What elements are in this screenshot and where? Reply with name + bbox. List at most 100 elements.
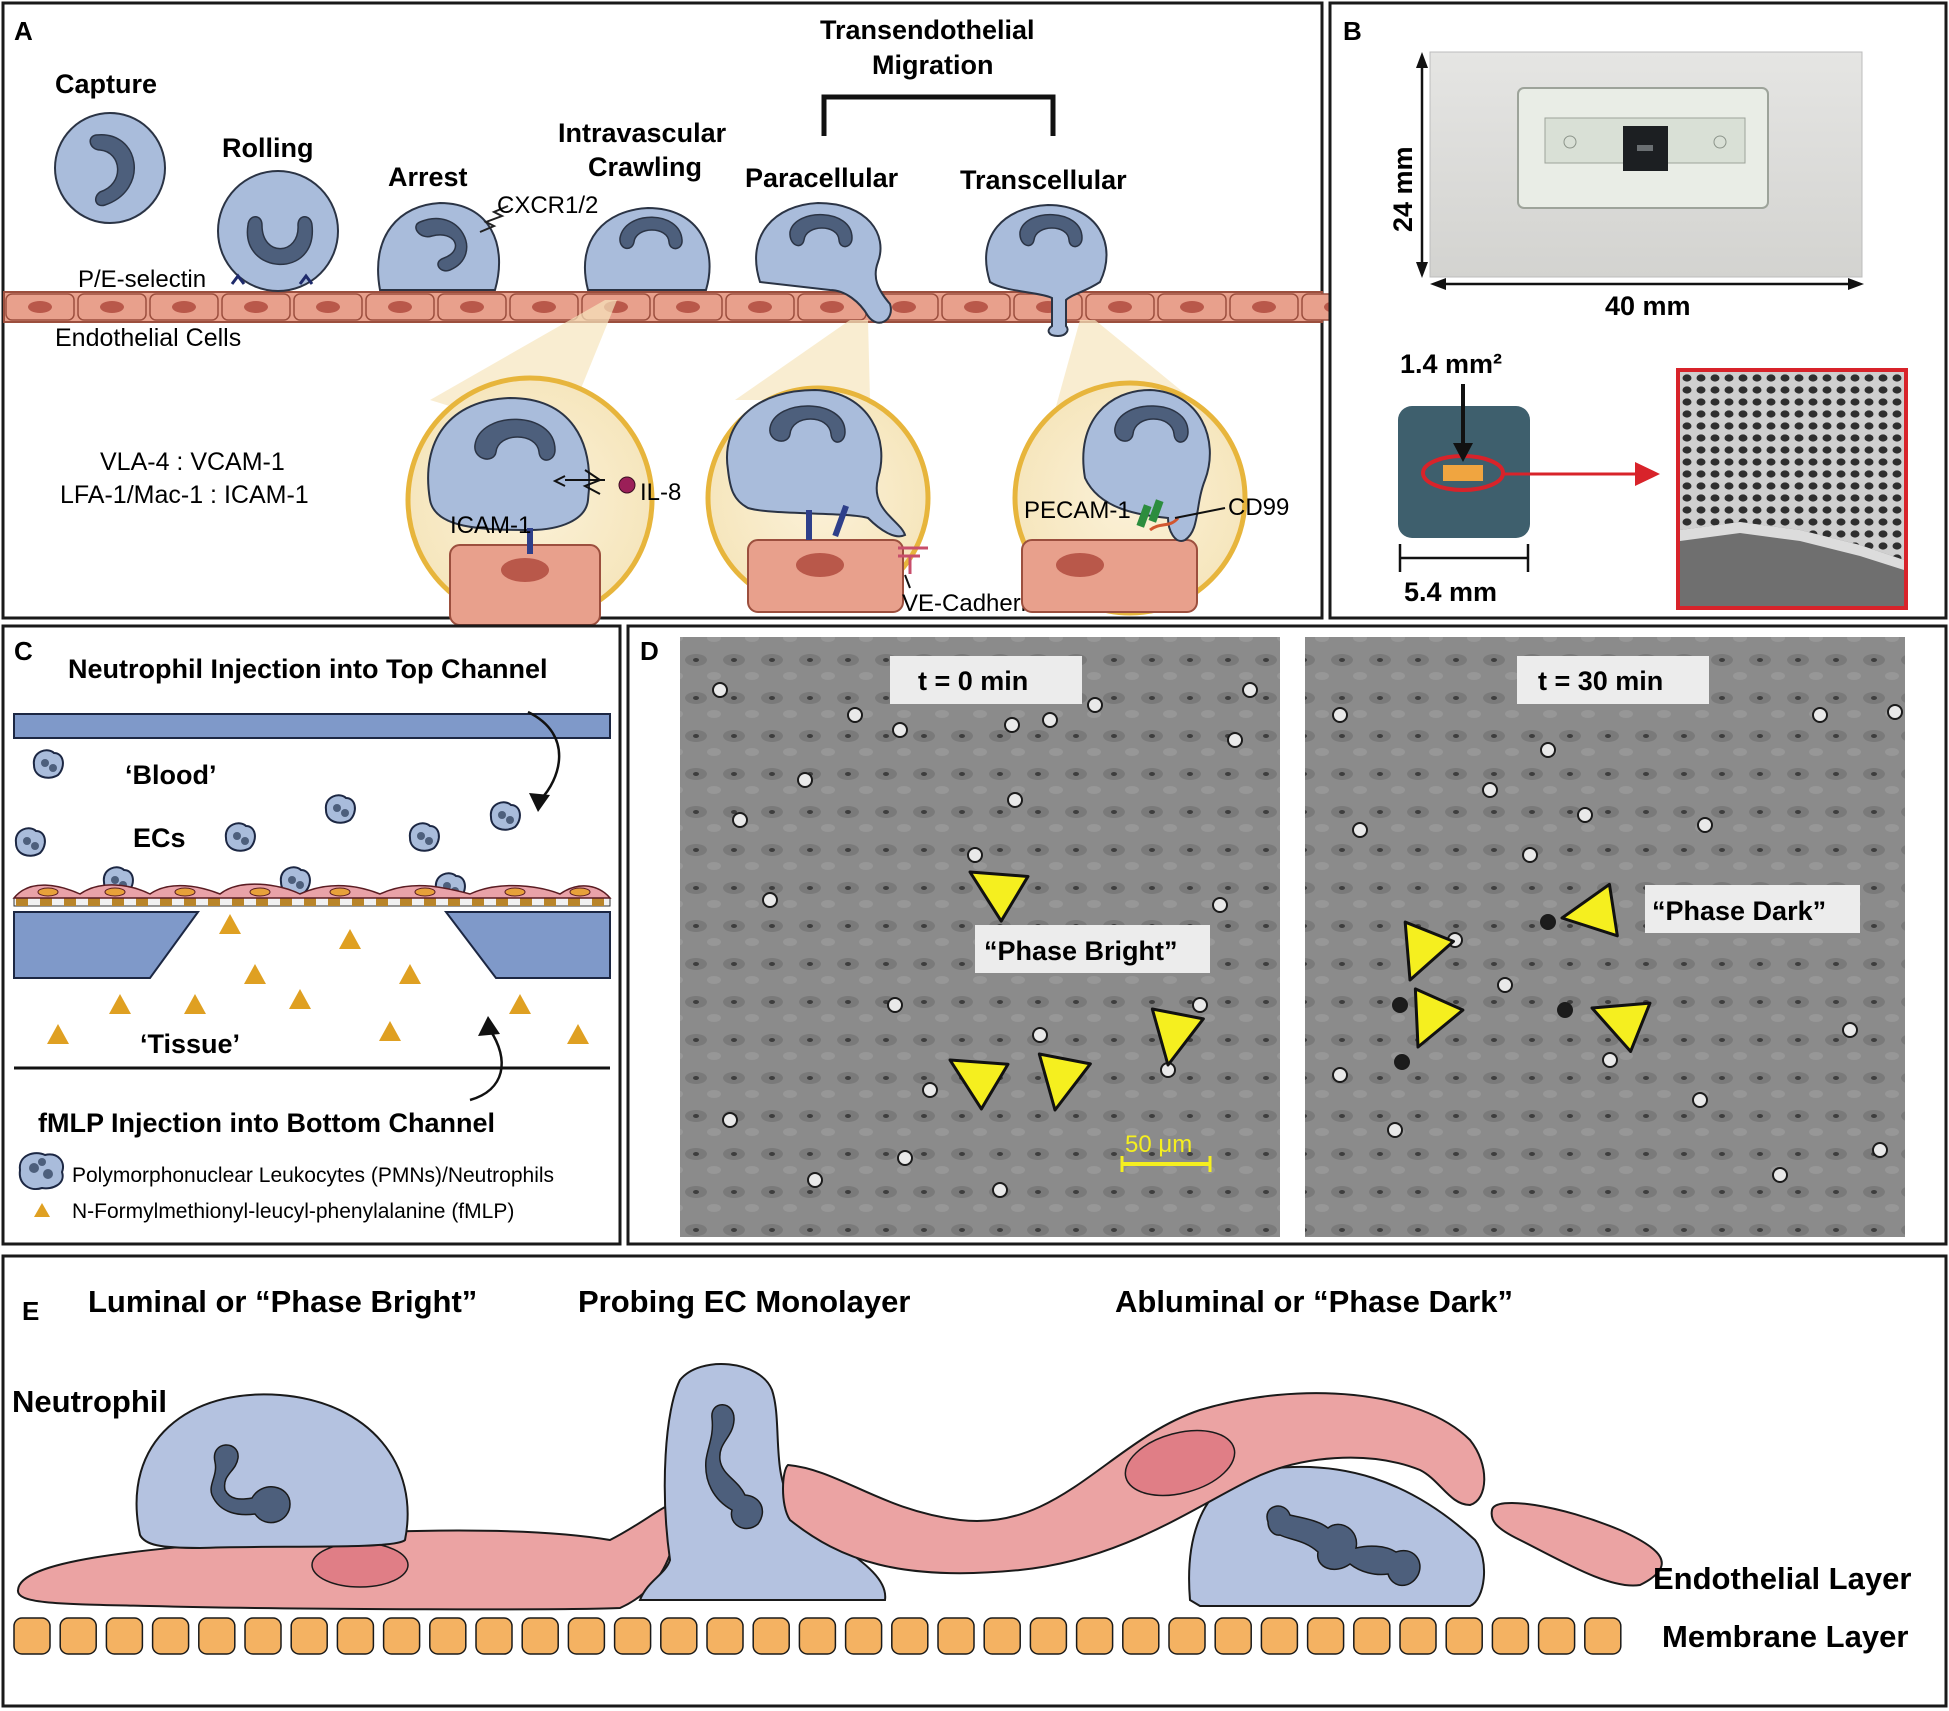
ecs-label: ECs xyxy=(133,823,186,853)
magnifier-crawling xyxy=(405,375,655,626)
cell-dot xyxy=(1212,897,1228,913)
membrane-square xyxy=(891,1617,929,1655)
membrane-square xyxy=(13,1617,51,1655)
tem-label-1: Transendothelial xyxy=(820,15,1035,45)
ec-membrane-layer xyxy=(12,883,612,907)
cell-dot xyxy=(1887,704,1903,720)
endothelial-cell-right xyxy=(1490,1501,1663,1587)
fmlp-molecules xyxy=(47,914,589,1044)
endothelial-nucleus xyxy=(532,301,556,313)
panel-d-label: D xyxy=(640,636,659,666)
arrowhead xyxy=(948,1058,1010,1111)
endothelial-nucleus xyxy=(892,301,916,313)
membrane-square xyxy=(1353,1617,1391,1655)
membrane-pore xyxy=(280,898,292,906)
membrane-square xyxy=(382,1617,421,1655)
luminal-neutrophil xyxy=(135,1393,409,1550)
cell-dot xyxy=(712,682,728,698)
cell-dot xyxy=(1242,682,1258,698)
endothelial-layer-label: Endothelial Layer xyxy=(1653,1561,1911,1596)
neutrophil-lobe xyxy=(41,759,49,767)
crawling-cell xyxy=(583,206,711,291)
transcellular-label: Transcellular xyxy=(960,165,1127,195)
phase-dark-tag xyxy=(1645,885,1860,933)
cell-dot xyxy=(1192,997,1208,1013)
endothelial-nucleus xyxy=(964,301,988,313)
chip-photo xyxy=(1429,51,1863,278)
endothelial-nucleus xyxy=(316,301,340,313)
lfa-label: LFA-1/Mac-1 : ICAM-1 xyxy=(60,481,309,509)
panel-a-label: A xyxy=(14,16,33,46)
neutrophil-lobe xyxy=(288,876,296,884)
ec-nucleus xyxy=(37,887,59,897)
top-channel-wall xyxy=(13,713,611,739)
ec-nucleus xyxy=(569,887,591,897)
endothelial-nucleus xyxy=(820,301,844,313)
membrane-pore xyxy=(256,898,268,906)
membrane-pore xyxy=(592,898,604,906)
il8-label: IL-8 xyxy=(640,479,681,506)
membrane-square xyxy=(475,1617,513,1655)
cell-dot xyxy=(1032,1027,1048,1043)
cell-dot xyxy=(1004,717,1020,733)
cell-dot xyxy=(1522,847,1538,863)
legend-pmn-text: Polymorphonuclear Leukocytes (PMNs)/Neut… xyxy=(72,1164,554,1187)
ec-nucleus xyxy=(329,887,351,897)
ec-nucleus xyxy=(504,887,526,897)
membrane-square xyxy=(521,1617,559,1655)
cell-dot xyxy=(1540,914,1556,930)
cell-dot xyxy=(897,1150,913,1166)
legend-pmn-icon xyxy=(18,1152,64,1190)
probing-label: Probing EC Monolayer xyxy=(578,1284,910,1319)
endothelial-nucleus xyxy=(1252,301,1276,313)
panel-c-label: C xyxy=(14,636,33,666)
neutrophil-lobe xyxy=(417,832,425,840)
membrane-pore xyxy=(232,898,244,906)
ec-nucleus xyxy=(174,887,196,897)
arrowhead xyxy=(1403,920,1455,982)
arrowhead xyxy=(1590,1001,1652,1053)
channel-wedge-left xyxy=(13,911,200,979)
cell-dot xyxy=(1602,1052,1618,1068)
neutrophil-lobe xyxy=(233,832,241,840)
arrest-cell xyxy=(377,201,509,291)
magnifier-paracellular xyxy=(705,385,931,613)
rolling-cell xyxy=(217,170,339,292)
panel-d: D t = 0 min t = 30 min “Phase Bright” “P… xyxy=(626,624,1948,1246)
ec-nuclei xyxy=(37,887,591,897)
scale-label: 50 μm xyxy=(1125,1131,1192,1158)
selectin-label: P/E-selectin xyxy=(78,266,206,293)
pecam-label: PECAM-1 xyxy=(1024,497,1131,524)
t0-label: t = 0 min xyxy=(918,666,1028,696)
membrane-square xyxy=(983,1617,1021,1655)
t30-label: t = 30 min xyxy=(1538,666,1663,696)
membrane-pore xyxy=(208,898,220,906)
neutrophil-lobe xyxy=(241,837,249,845)
arrowhead xyxy=(968,870,1030,923)
cell-dot xyxy=(1482,782,1498,798)
cell-dot xyxy=(1392,997,1408,1013)
arrest-label: Arrest xyxy=(388,162,468,192)
membrane-square xyxy=(1399,1617,1437,1655)
membrane-chip xyxy=(1398,384,1660,572)
membrane-pore xyxy=(352,898,364,906)
panel-b-label: B xyxy=(1343,16,1362,46)
membrane-pore xyxy=(496,898,508,906)
cell-dot xyxy=(807,1172,823,1188)
fmlp-triangle xyxy=(339,929,361,949)
tissue-label: ‘Tissue’ xyxy=(140,1029,240,1059)
membrane-square xyxy=(613,1617,652,1655)
membrane-square xyxy=(1584,1617,1622,1655)
cell-dot xyxy=(762,892,778,908)
phase-bright-tag xyxy=(975,925,1210,973)
membrane-pore xyxy=(424,898,436,906)
membrane-pore xyxy=(376,898,388,906)
endothelial-nucleus xyxy=(28,301,52,313)
chip-width-label: 5.4 mm xyxy=(1404,577,1497,607)
membrane-square xyxy=(151,1617,190,1655)
cell-dot xyxy=(922,1082,938,1098)
endothelial-cells-label: Endothelial Cells xyxy=(55,324,241,352)
sem-image xyxy=(1676,368,1908,610)
membrane-square xyxy=(198,1617,236,1655)
cell-dot xyxy=(797,772,813,788)
